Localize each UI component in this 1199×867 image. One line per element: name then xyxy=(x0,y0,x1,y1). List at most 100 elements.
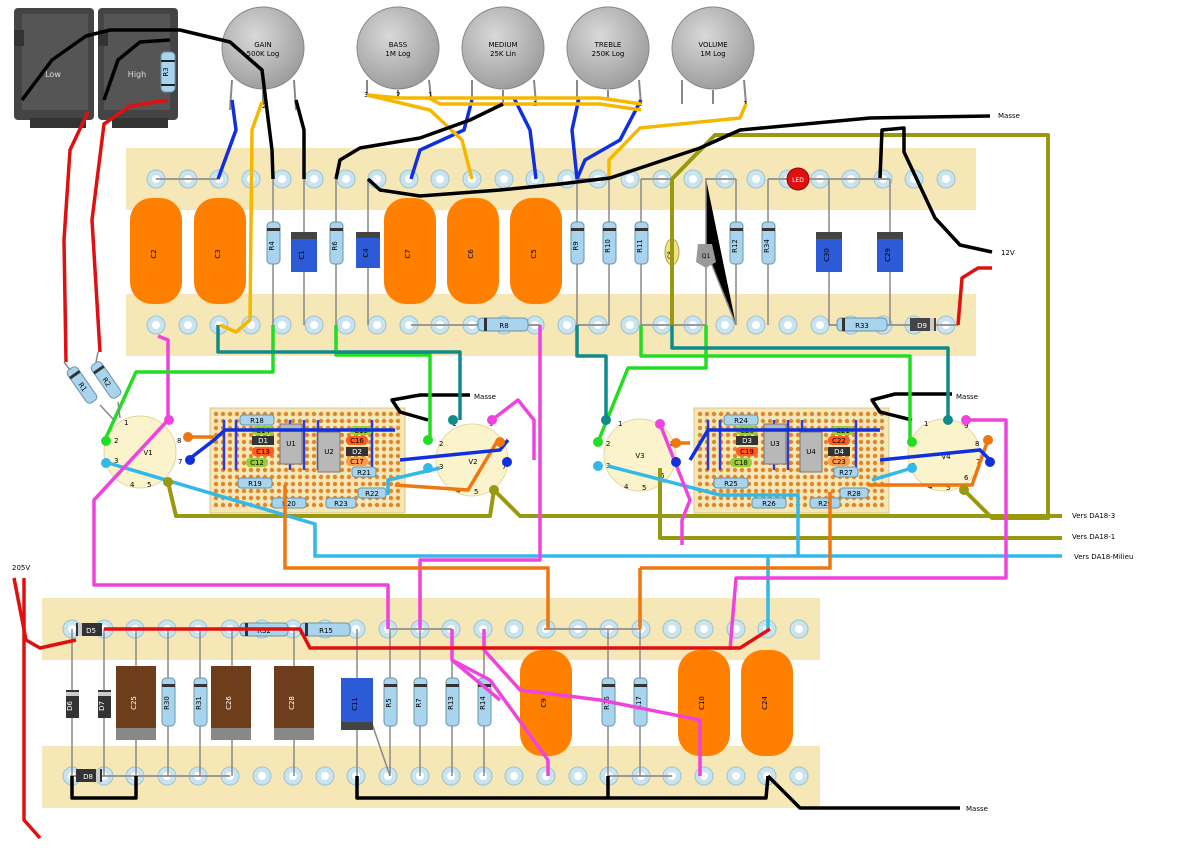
perfboard-pad xyxy=(718,502,724,508)
perfboard-pad xyxy=(311,418,317,424)
perfboard-pad xyxy=(767,481,773,487)
perfboard-pad xyxy=(388,446,394,452)
perfboard-pad xyxy=(374,411,380,417)
perfboard-pad xyxy=(858,453,864,459)
c29-label: C29 xyxy=(884,248,892,262)
resistor-r6: R6 xyxy=(329,221,344,265)
perfboard-pad xyxy=(802,474,808,480)
perfboard-pad xyxy=(753,488,759,494)
perfboard-pad xyxy=(851,502,857,508)
perfboard-pad xyxy=(311,446,317,452)
perfboard-pad xyxy=(290,418,296,424)
perfboard-pad xyxy=(325,411,331,417)
perfboard-pad xyxy=(858,411,864,417)
pin-label: 2 xyxy=(396,91,400,99)
perfboard-pad xyxy=(837,418,843,424)
perfboard-pad xyxy=(753,481,759,487)
perfboard-pad xyxy=(255,495,261,501)
board1-blue-caps: C1 C4 C30 C29 xyxy=(291,232,903,272)
perfboard-pad xyxy=(241,453,247,459)
wires-teal xyxy=(216,325,950,420)
turret-eyelet-hole xyxy=(816,321,824,329)
perfboard-pad xyxy=(851,411,857,417)
perfboard-pad xyxy=(704,411,710,417)
board1-orange-caps: C2 C3 C7 C6 C5 xyxy=(130,198,562,304)
perfboard-pad xyxy=(318,495,324,501)
perfboard-pad xyxy=(304,481,310,487)
cap-c26: C26 xyxy=(211,666,251,740)
pin-label: 4 xyxy=(928,483,933,491)
perfboard-pad xyxy=(374,453,380,459)
perfboard-pad xyxy=(304,474,310,480)
perfboard-pad xyxy=(711,439,717,445)
perfboard-pad xyxy=(788,439,794,445)
perfboard-pad xyxy=(830,481,836,487)
pin-label: 2 xyxy=(606,440,610,448)
perfboard-pad xyxy=(746,502,752,508)
pot-gain-name: GAIN xyxy=(254,41,272,49)
perfboard-pad xyxy=(388,460,394,466)
perfboard-pad xyxy=(381,411,387,417)
turret-eyelet-hole xyxy=(574,772,582,780)
perfboard-pad xyxy=(753,460,759,466)
c7-label: C7 xyxy=(404,249,412,258)
turret-eyelet-hole xyxy=(310,321,318,329)
pin-label: 5 xyxy=(946,484,950,492)
perfboard-pad xyxy=(318,474,324,480)
turret-eyelet-hole xyxy=(563,321,571,329)
perfboard-pad xyxy=(227,446,233,452)
perfboard-pad xyxy=(879,425,885,431)
perfboard-pad xyxy=(367,502,373,508)
perfboard-pad xyxy=(318,481,324,487)
turret-eyelet-hole xyxy=(184,321,192,329)
turret-eyelet-hole xyxy=(152,321,160,329)
r31-label: R31 xyxy=(195,696,203,710)
perfboard-pad xyxy=(339,418,345,424)
perfboard-pad xyxy=(213,460,219,466)
perfboard-pad xyxy=(227,418,233,424)
perfboard-pad xyxy=(381,418,387,424)
perfboard-pad xyxy=(276,418,282,424)
perfboard-pad xyxy=(339,439,345,445)
diode-d7: D7 xyxy=(98,690,111,718)
turret-eyelet-hole xyxy=(352,625,360,633)
pin-label: 4 xyxy=(130,481,135,489)
perfboard-pad xyxy=(767,488,773,494)
perfboard-pad xyxy=(718,411,724,417)
perfboard-pad xyxy=(830,488,836,494)
perfboard-pad xyxy=(788,481,794,487)
perfboard-pad xyxy=(781,488,787,494)
perfboard-pad xyxy=(297,474,303,480)
masse-label-top: Masse xyxy=(998,112,1020,120)
perfboard-pad xyxy=(718,495,724,501)
perfboard-pad xyxy=(718,488,724,494)
perfboard-pad xyxy=(858,418,864,424)
turret-eyelet-hole xyxy=(384,772,392,780)
c26-label: C26 xyxy=(225,696,233,710)
perfboard-pad xyxy=(704,502,710,508)
perfboard-pad xyxy=(879,418,885,424)
c12-label: C12 xyxy=(250,459,264,467)
resistor-r17: R17 xyxy=(633,677,648,727)
sub-right-resistors: R24 R25 R26 R27 R28 R29 xyxy=(713,414,869,509)
perfboard-pad xyxy=(227,460,233,466)
perfboard-pad xyxy=(367,411,373,417)
perfboard-pad xyxy=(739,495,745,501)
perfboard-pad xyxy=(283,474,289,480)
perfboard-pad xyxy=(332,411,338,417)
perfboard-pad xyxy=(213,446,219,452)
perfboard-pad xyxy=(220,481,226,487)
perfboard-pad xyxy=(788,488,794,494)
perfboard-pad xyxy=(311,488,317,494)
turret-eyelet-hole xyxy=(510,625,518,633)
perfboard-pad xyxy=(388,495,394,501)
perfboard-pad xyxy=(367,481,373,487)
perfboard-pad xyxy=(269,467,275,473)
perfboard-pad xyxy=(788,474,794,480)
perfboard-pad xyxy=(311,453,317,459)
d4-label: D4 xyxy=(834,448,844,456)
perfboard-pad xyxy=(227,474,233,480)
perfboard-pad xyxy=(290,488,296,494)
pin-label: 7 xyxy=(976,458,980,466)
perfboard-pad xyxy=(865,411,871,417)
